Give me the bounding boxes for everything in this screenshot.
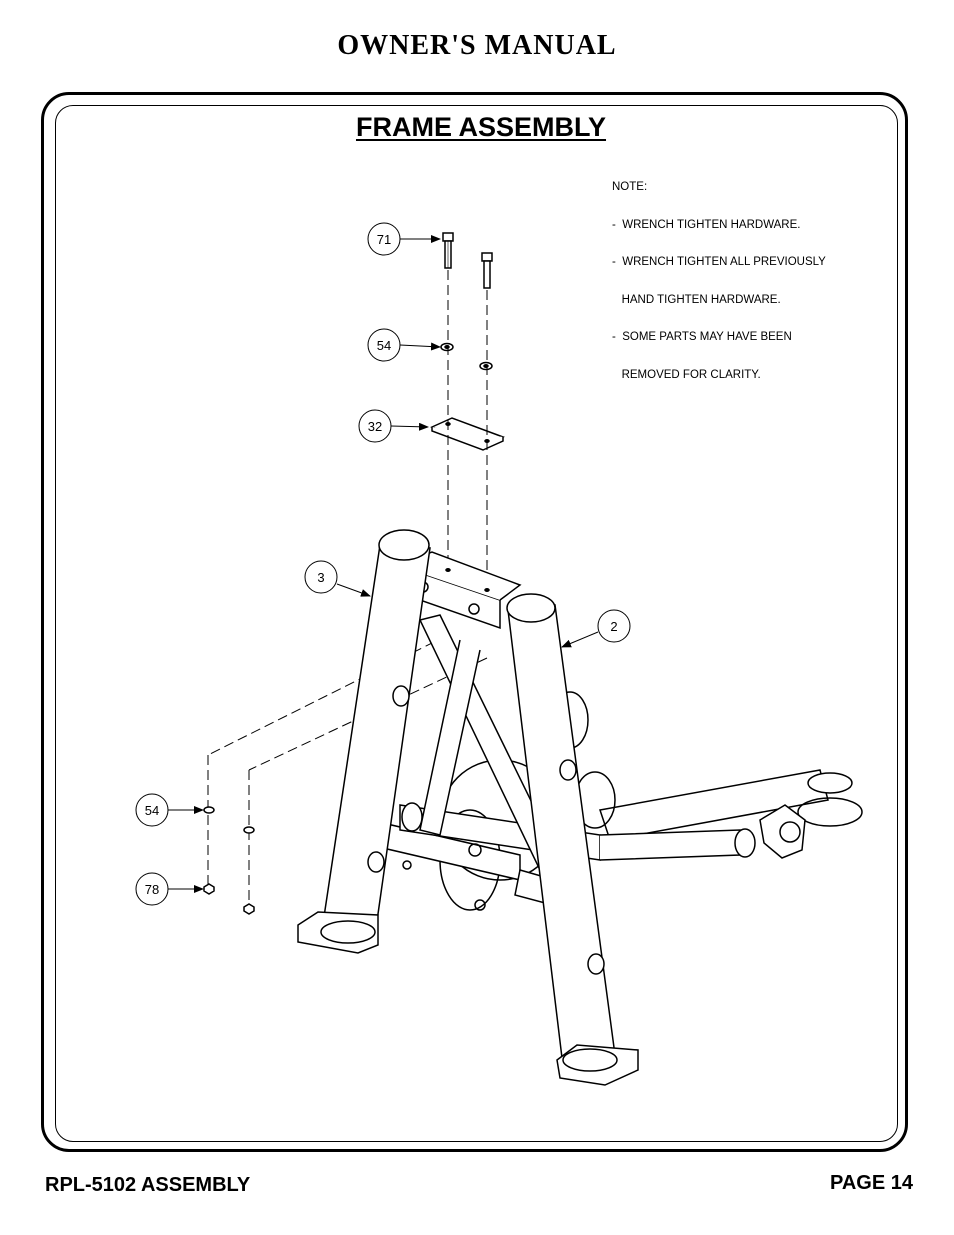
callout-54-lower: 54 <box>135 793 204 827</box>
washer-part <box>243 826 255 834</box>
manual-title: OWNER'S MANUAL <box>337 30 617 61</box>
svg-text:3: 3 <box>317 570 324 585</box>
model-assembly-label: RPL-5102 ASSEMBLY <box>45 1174 251 1196</box>
note-line: - WRENCH TIGHTEN ALL PREVIOUSLY <box>612 256 826 268</box>
callout-71: 71 <box>367 222 441 256</box>
note-line: - WRENCH TIGHTEN HARDWARE. <box>612 218 801 231</box>
svg-text:32: 32 <box>368 419 382 434</box>
svg-text:71: 71 <box>377 232 391 247</box>
callout-54-upper: 54 <box>367 328 441 362</box>
assembly-note: NOTE: - WRENCH TIGHTEN HARDWARE. - WRENC… <box>612 156 826 394</box>
section-title: FRAME ASSEMBLY <box>355 112 607 142</box>
note-line: - SOME PARTS MAY HAVE BEEN <box>612 331 792 343</box>
svg-text:54: 54 <box>377 338 391 353</box>
plate-part <box>430 417 505 451</box>
frame-line-art <box>297 529 863 1086</box>
callout-78: 78 <box>135 872 204 906</box>
svg-text:54: 54 <box>145 803 159 818</box>
note-line: NOTE: <box>612 181 648 193</box>
svg-text:2: 2 <box>610 619 617 634</box>
page-number: PAGE 14 <box>830 1172 913 1194</box>
callout-32: 32 <box>358 409 429 443</box>
inner-frame <box>55 105 898 1142</box>
nut-part <box>203 883 215 895</box>
callout-3: 3 <box>304 560 371 597</box>
svg-text:78: 78 <box>145 882 159 897</box>
nut-part <box>243 903 255 915</box>
callout-2: 2 <box>561 609 631 648</box>
bolt-part <box>481 252 493 289</box>
note-line: HAND TIGHTEN HARDWARE. <box>612 293 781 306</box>
outer-frame <box>41 92 908 1152</box>
bolt-part <box>442 232 454 269</box>
washer-part <box>203 806 215 814</box>
note-line: REMOVED FOR CLARITY. <box>612 368 761 381</box>
